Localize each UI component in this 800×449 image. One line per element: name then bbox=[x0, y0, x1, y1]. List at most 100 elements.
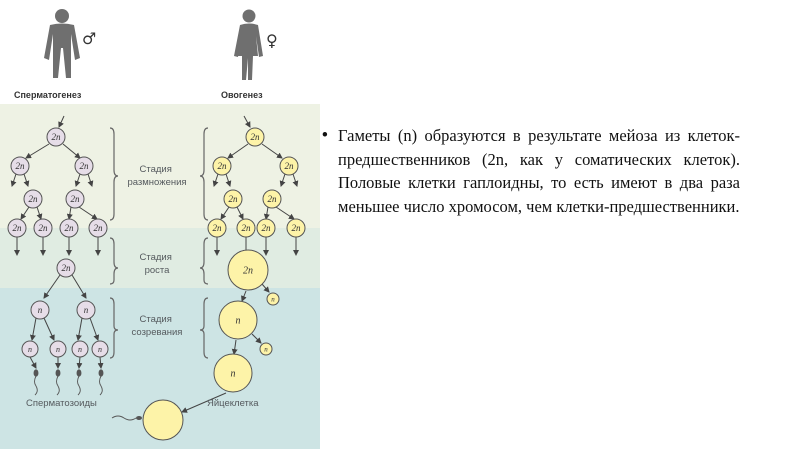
male-cell-2n: 2n bbox=[88, 218, 108, 238]
cell-label: n bbox=[38, 305, 43, 315]
male-cell-2n: 2n bbox=[65, 189, 85, 209]
female-cell-2n: 2n bbox=[236, 218, 256, 238]
cell-label: 2n bbox=[262, 223, 272, 233]
male-cell-2n: 2n bbox=[74, 156, 94, 176]
cell-label: 2n bbox=[16, 161, 26, 171]
cell-label: n bbox=[78, 345, 82, 354]
cell-label: n bbox=[236, 316, 241, 327]
cell-label: 2n bbox=[13, 223, 23, 233]
arrow bbox=[212, 173, 219, 187]
male-cell-n: n bbox=[71, 340, 89, 358]
stage-band-reproduction bbox=[0, 104, 320, 228]
arrow bbox=[241, 290, 247, 302]
sperm-to-egg bbox=[111, 415, 137, 421]
cell-label: 2n bbox=[52, 132, 62, 142]
cell-label: 2n bbox=[29, 194, 39, 204]
polar-body: n bbox=[259, 342, 273, 356]
sperm-head bbox=[136, 416, 142, 420]
male-cell-2n: 2n bbox=[59, 218, 79, 238]
female-cell-2n-large: 2n bbox=[227, 249, 269, 291]
arrow bbox=[74, 173, 81, 187]
female-cell-2n: 2n bbox=[256, 218, 276, 238]
arrow bbox=[58, 115, 65, 128]
arrow bbox=[227, 143, 249, 159]
arrow bbox=[89, 317, 100, 341]
arrow bbox=[20, 206, 30, 220]
cell-label: n bbox=[28, 345, 32, 354]
male-symbol: ♂ bbox=[82, 29, 96, 48]
heading-spermatogenesis: Сперматогенез bbox=[14, 90, 82, 100]
cell-label: 2n bbox=[242, 223, 252, 233]
female-symbol: ♀ bbox=[266, 31, 278, 50]
arrow bbox=[87, 173, 94, 187]
heading-oogenesis: Овогенез bbox=[221, 90, 263, 100]
male-cell-n: n bbox=[91, 340, 109, 358]
sperm-cells bbox=[33, 369, 104, 396]
arrow bbox=[236, 206, 244, 220]
male-cell-2n: 2n bbox=[46, 127, 66, 147]
female-cell-2n: 2n bbox=[286, 218, 306, 238]
arrow bbox=[243, 115, 251, 128]
cell-label: 2n bbox=[285, 161, 295, 171]
arrow bbox=[261, 283, 270, 293]
cell-label: 2n bbox=[292, 223, 302, 233]
stage-label-reproduction: Стадия размножения bbox=[127, 164, 186, 188]
arrows bbox=[10, 115, 299, 413]
label-egg: Яйцеклетка bbox=[207, 398, 259, 409]
arrow bbox=[71, 274, 87, 299]
bullet-item: Гаметы (n) образуются в результате мейоз… bbox=[322, 124, 740, 218]
cell-label: n bbox=[98, 345, 102, 354]
arrow bbox=[76, 356, 83, 369]
cell-label: n bbox=[264, 345, 268, 353]
male-silhouette bbox=[44, 9, 80, 78]
male-cell-2n: 2n bbox=[7, 218, 27, 238]
stage-label-maturation: Стадия созревания bbox=[132, 314, 183, 338]
male-cell-2n: 2n bbox=[33, 218, 53, 238]
arrow bbox=[292, 173, 299, 187]
arrow bbox=[251, 333, 262, 344]
cell-label: 2n bbox=[268, 194, 278, 204]
egg-cell bbox=[142, 399, 184, 441]
cell-label: 2n bbox=[62, 263, 72, 273]
arrow bbox=[29, 356, 37, 369]
arrow bbox=[263, 206, 270, 220]
arrow bbox=[62, 143, 81, 159]
bullet-list: Гаметы (n) образуются в результате мейоз… bbox=[322, 124, 740, 218]
male-cell-2n: 2n bbox=[23, 189, 43, 209]
female-cell-2n: 2n bbox=[245, 127, 265, 147]
male-cell-n: n bbox=[76, 300, 96, 320]
cell-label: 2n bbox=[39, 223, 49, 233]
male-cell-2n: 2n bbox=[10, 156, 30, 176]
female-cell-2n: 2n bbox=[223, 189, 243, 209]
arrow bbox=[23, 173, 30, 187]
arrow bbox=[275, 206, 295, 220]
female-cell-2n: 2n bbox=[207, 218, 227, 238]
text-panel: Гаметы (n) образуются в результате мейоз… bbox=[322, 124, 740, 218]
arrow bbox=[181, 392, 227, 413]
female-cell-n: n bbox=[218, 300, 258, 340]
arrow bbox=[43, 274, 61, 299]
female-cell-2n: 2n bbox=[262, 189, 282, 209]
cell-label: n bbox=[271, 295, 275, 303]
gametogenesis-diagram: ♂ ♀ Сперматогенез Овогенез Стадия размно… bbox=[0, 9, 320, 449]
cell-label: n bbox=[56, 345, 60, 354]
female-cell-2n: 2n bbox=[212, 156, 232, 176]
cell-label: 2n bbox=[65, 223, 75, 233]
arrow bbox=[225, 173, 232, 187]
female-silhouette bbox=[234, 9, 263, 80]
arrow bbox=[261, 143, 283, 159]
cell-label: 2n bbox=[213, 223, 223, 233]
stage-label-growth: Стадия роста bbox=[139, 252, 174, 276]
male-cell-n: n bbox=[49, 340, 67, 358]
arrow bbox=[97, 356, 104, 369]
label-sperm: Сперматозоиды bbox=[26, 398, 97, 409]
stage-brackets bbox=[109, 127, 209, 359]
male-cell-2n: 2n bbox=[56, 258, 76, 278]
cell-label: n bbox=[231, 369, 236, 380]
arrow bbox=[25, 143, 50, 159]
arrow bbox=[66, 206, 73, 220]
female-cell-n: n bbox=[213, 353, 253, 393]
arrow bbox=[10, 173, 17, 187]
arrow bbox=[43, 317, 55, 341]
